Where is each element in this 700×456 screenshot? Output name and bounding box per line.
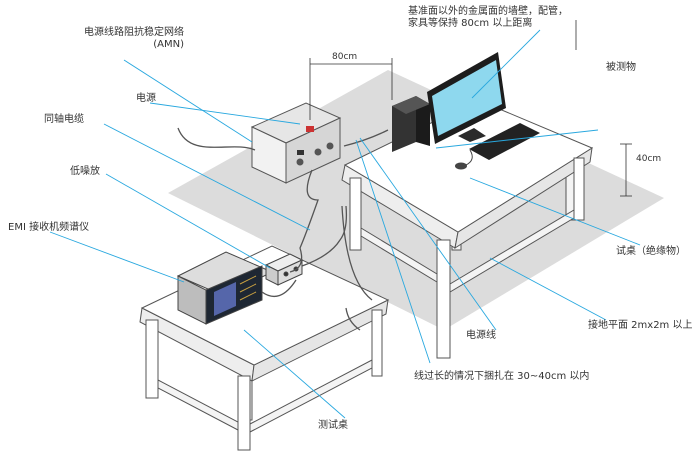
amn-label-name: 电源线路阻抗稳定网络 (84, 27, 184, 38)
power-line-label: 电源线 (466, 330, 496, 341)
monitor-screen (432, 60, 502, 136)
leader-lines (49, 29, 641, 419)
power-source-label: 电源 (136, 93, 156, 104)
eut-label: 被测物 (606, 62, 636, 73)
ground-plane-label: 接地平面 2mx2m 以上 (588, 320, 693, 331)
amn-label: 电源线路阻抗稳定网络 (AMN) (64, 27, 184, 51)
test-table-label: 试桌（绝缘物） (616, 246, 686, 257)
lna-label: 低噪放 (70, 166, 100, 177)
test-bench-label: 测试桌 (318, 420, 348, 431)
coax-cable-label: 同轴电缆 (44, 114, 84, 125)
amn-label-abbr: (AMN) (153, 39, 184, 50)
wall-note-line-1: 基准面以外的金属面的墙壁，配管， (408, 6, 568, 17)
wall-note-line-2: 家具等保持 80cm 以上距离 (408, 18, 533, 29)
wall-distance-note: 基准面以外的金属面的墙壁，配管， 家具等保持 80cm 以上距离 (408, 6, 568, 30)
test-bench (139, 245, 390, 451)
bundle-note-label: 线过长的情况下捆扎在 30~40cm 以内 (414, 371, 590, 382)
emi-receiver-label: EMI 接收机频谱仪 (8, 222, 90, 233)
eut-computer (392, 52, 540, 170)
dimension-lines (309, 20, 632, 197)
emi-receiver-unit (176, 251, 274, 325)
height-dimension-label: 40cm (636, 154, 662, 164)
lna-unit (264, 253, 304, 286)
distance-dimension-label: 80cm (332, 52, 358, 62)
